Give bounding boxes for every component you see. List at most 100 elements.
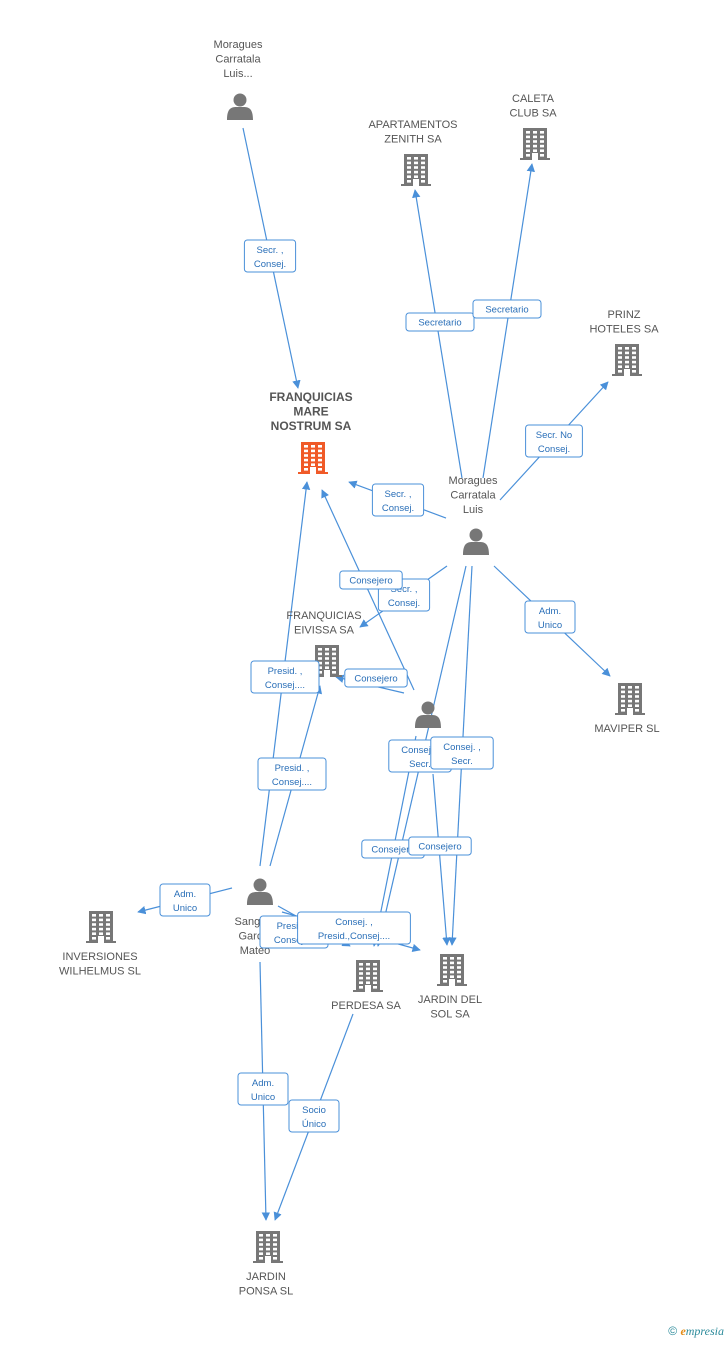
building-icon: [298, 442, 328, 474]
building-icon: [86, 911, 116, 943]
edge-label-text: Único: [302, 1119, 326, 1130]
node-label-line: CALETA: [512, 93, 555, 105]
node-maviper[interactable]: MAVIPER SL: [594, 683, 660, 735]
person-icon: [463, 528, 489, 555]
edge-label-text: Presid. ,: [277, 921, 312, 932]
node-perdesa[interactable]: PERDESA SA: [331, 960, 402, 1012]
node-label-line: WILHELMUS SL: [59, 966, 141, 978]
brand-logo: empresia: [680, 1324, 724, 1338]
edge-label-e11[interactable]: Presid. , Consej....: [257, 757, 327, 791]
edge-label-text: Consejero: [371, 845, 414, 856]
edge-label-text: Unico: [173, 903, 197, 914]
node-jardin-sol[interactable]: JARDIN DEL SOL SA: [418, 954, 482, 1021]
node-label-line: APARTAMENTOS: [368, 119, 457, 131]
node-label-line: INVERSIONES: [62, 951, 137, 963]
edge-label-text: Consej. ,: [401, 745, 439, 756]
person-icon: [247, 878, 273, 905]
node-label-line: Carratala: [215, 54, 261, 66]
edge-label-text: Secretario: [485, 305, 528, 316]
node-label-line: SOL SA: [430, 1009, 470, 1021]
node-label-line: Moragues: [214, 39, 263, 51]
node-person-mid[interactable]: [415, 701, 441, 729]
edge-label-e8[interactable]: Adm. Unico: [524, 600, 576, 634]
node-label-line: JARDIN: [246, 1271, 286, 1283]
node-label-line: Carratala: [450, 490, 496, 502]
edge-label-e18[interactable]: Consej. , Presid.,Consej....: [297, 911, 411, 945]
edge-label-text: Socio: [302, 1105, 326, 1116]
edge-label-e10[interactable]: Consejero: [344, 668, 408, 688]
edge-label-text: Consej. ,: [335, 917, 373, 928]
edge-label-text: Adm.: [539, 606, 561, 617]
node-apartamentos[interactable]: APARTAMENTOS ZENITH SA: [368, 119, 458, 186]
node-caleta[interactable]: CALETA CLUB SA: [509, 93, 557, 160]
edge-e15: [432, 773, 451, 946]
edge-label-text: Consej.: [538, 444, 570, 455]
node-jardin-ponsa[interactable]: JARDIN PONSA SL: [239, 1231, 293, 1298]
building-icon: [520, 128, 550, 160]
edge-label-text: Secr.: [451, 756, 473, 767]
node-label-line: PONSA SL: [239, 1286, 293, 1298]
node-label-line: Luis...: [223, 68, 252, 80]
node-franquicias-eivissa[interactable]: FRANQUICIAS EIVISSA SA: [286, 610, 362, 677]
edge-label-e7[interactable]: Consejero: [339, 570, 403, 590]
node-inversiones[interactable]: INVERSIONES WILHELMUS SL: [59, 911, 141, 978]
building-icon: [401, 154, 431, 186]
edge-label-text: Consej.: [382, 503, 414, 514]
edge-label-e13[interactable]: Consej. , Secr.: [430, 736, 494, 770]
node-label-line: JARDIN DEL: [418, 994, 482, 1006]
node-moragues-top[interactable]: MoraguesCarratalaLuis...: [214, 39, 263, 120]
edge-label-text: Consejero: [349, 576, 392, 587]
edge-label-e4[interactable]: Secr. No Consej.: [525, 424, 583, 458]
edge-label-e2[interactable]: Secretario: [405, 312, 475, 332]
edge-label-text: Secr. ,: [257, 245, 284, 256]
edge-label-text: Consej....: [265, 680, 305, 691]
node-label-line: FRANQUICIAS: [269, 390, 352, 404]
edge-label-text: Consej....: [272, 777, 312, 788]
edge-label-e5[interactable]: Secr. , Consej.: [371, 483, 425, 517]
node-label-line: MAVIPER SL: [594, 723, 659, 735]
building-icon: [253, 1231, 283, 1263]
edge-label-text: Presid.,Consej....: [318, 931, 390, 942]
person-icon: [415, 701, 441, 728]
edge-label-e9[interactable]: Presid. , Consej....: [250, 660, 320, 694]
node-label-line: FRANQUICIAS: [286, 610, 361, 622]
node-label-line: EIVISSA SA: [294, 625, 355, 637]
edge-label-text: Consej....: [274, 935, 314, 946]
node-label-line: NOSTRUM SA: [271, 419, 352, 433]
edge-label-text: Consejero: [418, 842, 461, 853]
edge-label-text: Secr. No: [536, 430, 572, 441]
edge-label-e15[interactable]: Consejero: [408, 836, 472, 856]
edge-label-text: Presid. ,: [275, 763, 310, 774]
edge-label-text: Unico: [538, 620, 562, 631]
node-prinz[interactable]: PRINZ HOTELES SA: [589, 309, 659, 376]
edge-label-text: Presid. ,: [268, 666, 303, 677]
edge-label-text: Consej. ,: [443, 742, 481, 753]
edge-label-e3[interactable]: Secretario: [472, 299, 542, 319]
node-label-line: ZENITH SA: [384, 134, 442, 146]
building-icon: [612, 344, 642, 376]
edge-label-text: Adm.: [252, 1078, 274, 1089]
building-icon: [353, 960, 383, 992]
edge-e2: [412, 189, 463, 479]
node-label-line: Moragues: [449, 475, 498, 487]
edge-e7: [321, 489, 415, 691]
node-label-line: CLUB SA: [509, 108, 557, 120]
edge-label-text: Secretario: [418, 318, 461, 329]
building-icon: [437, 954, 467, 986]
edge-label-text: Secr. ,: [391, 584, 418, 595]
edge-label-e16[interactable]: Adm.Unico: [159, 883, 211, 917]
edge-label-text: Secr.: [409, 759, 431, 770]
edge-label-e1[interactable]: Secr. ,Consej.: [243, 239, 297, 273]
edge-label-e19[interactable]: Adm. Unico: [237, 1072, 289, 1106]
node-label-line: HOTELES SA: [589, 324, 659, 336]
node-label-line: MARE: [293, 405, 328, 419]
edge-label-text: Unico: [251, 1092, 275, 1103]
node-label-line: PRINZ: [608, 309, 641, 321]
edge-label-text: Secr. ,: [385, 489, 412, 500]
copyright-symbol: ©: [668, 1324, 678, 1338]
